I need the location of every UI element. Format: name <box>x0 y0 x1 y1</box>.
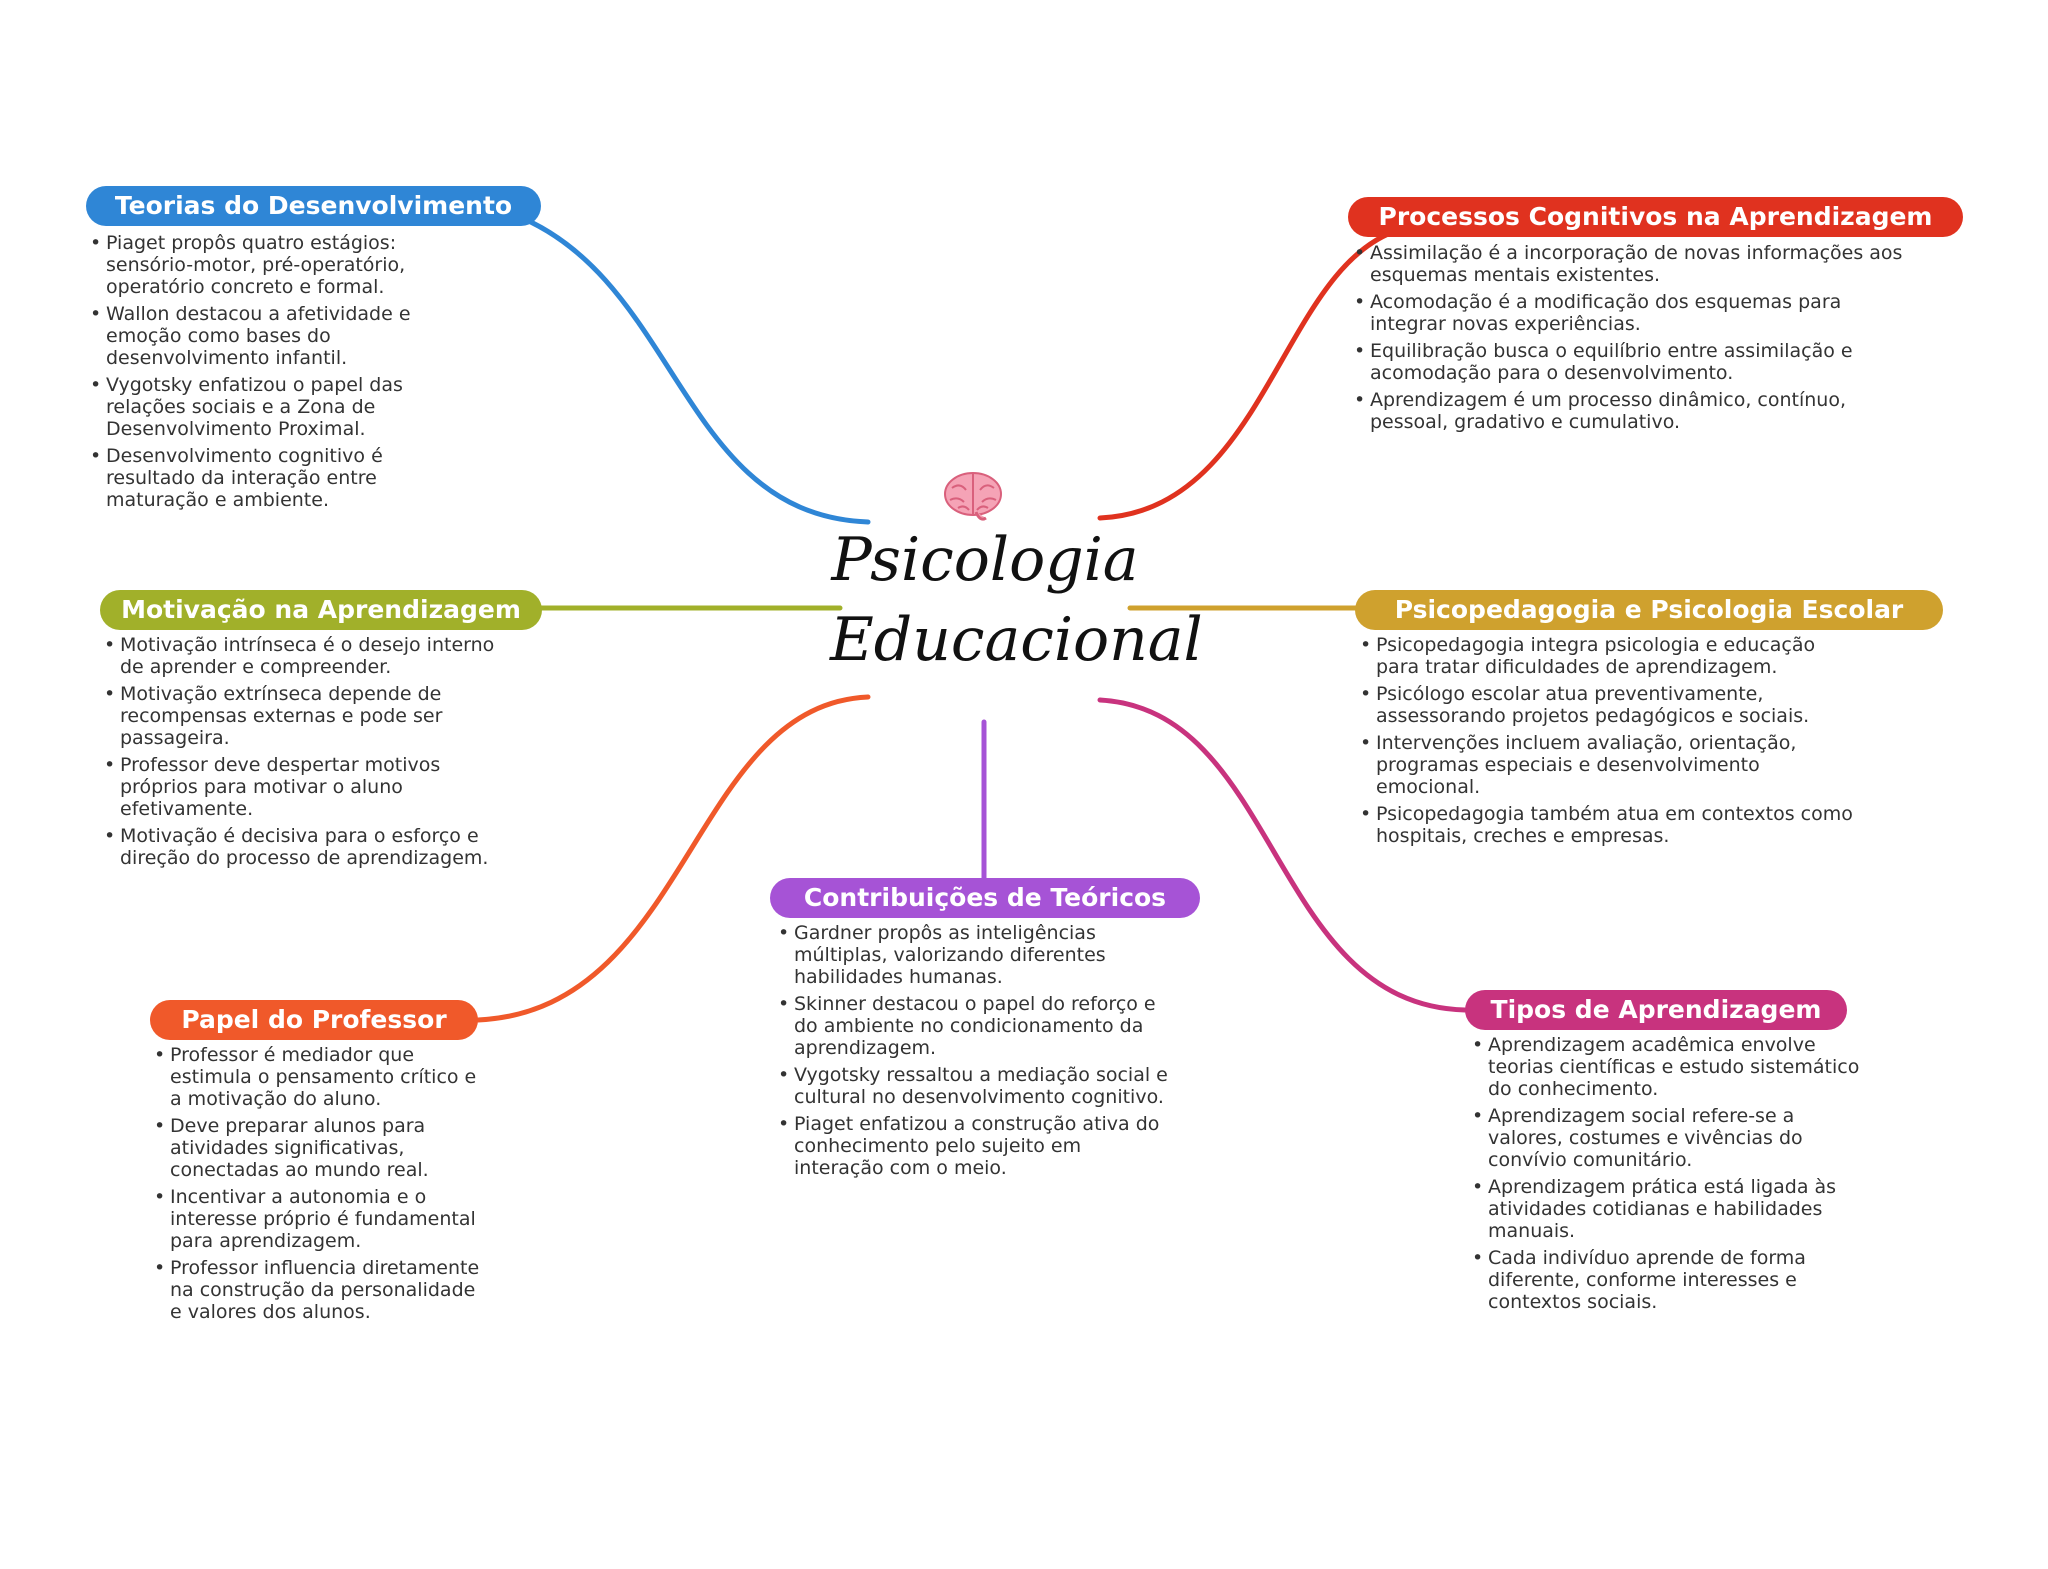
list-item: Piaget propôs quatro estágios: sensório-… <box>88 232 458 298</box>
connector-papel <box>475 694 871 1023</box>
list-item: Intervenções incluem avaliação, orientaç… <box>1358 732 1858 798</box>
branch-teorias-list: Piaget propôs quatro estágios: sensório-… <box>88 232 458 516</box>
list-item: Wallon destacou a afetividade e emoção c… <box>88 303 458 369</box>
central-topic: Psicologia Educacional <box>830 520 1203 680</box>
list-item: Professor influencia diretamente na cons… <box>152 1257 492 1323</box>
list-item: Psicopedagogia integra psicologia e educ… <box>1358 634 1858 678</box>
list-item: Acomodação é a modificação dos esquemas … <box>1352 291 1912 335</box>
branch-teorias-title: Teorias do Desenvolvimento <box>86 186 541 226</box>
list-item: Professor é mediador que estimula o pens… <box>152 1044 492 1110</box>
branch-motivacao-title: Motivação na Aprendizagem <box>100 590 542 630</box>
list-item: Deve preparar alunos para atividades sig… <box>152 1115 492 1181</box>
list-item: Aprendizagem é um processo dinâmico, con… <box>1352 389 1912 433</box>
list-item: Equilibração busca o equilíbrio entre as… <box>1352 340 1912 384</box>
list-item: Motivação intrínseca é o desejo interno … <box>102 634 502 678</box>
branch-psicopedagogia-title: Psicopedagogia e Psicologia Escolar <box>1355 590 1943 630</box>
branch-contribuicoes-title: Contribuições de Teóricos <box>770 878 1200 918</box>
list-item: Assimilação é a incorporação de novas in… <box>1352 242 1912 286</box>
list-item: Motivação é decisiva para o esforço e di… <box>102 825 502 869</box>
list-item: Motivação extrínseca depende de recompen… <box>102 683 502 749</box>
central-topic-line2: Educacional <box>830 605 1203 675</box>
branch-processos-list: Assimilação é a incorporação de novas in… <box>1352 242 1912 438</box>
branch-motivacao-list: Motivação intrínseca é o desejo interno … <box>102 634 502 874</box>
connector-teorias <box>512 212 871 525</box>
branch-papel-list: Professor é mediador que estimula o pens… <box>152 1044 492 1328</box>
list-item: Psicopedagogia também atua em contextos … <box>1358 803 1858 847</box>
list-item: Aprendizagem prática está ligada às ativ… <box>1470 1176 1860 1242</box>
list-item: Psicólogo escolar atua preventivamente, … <box>1358 683 1858 727</box>
list-item: Cada indivíduo aprende de forma diferent… <box>1470 1247 1860 1313</box>
list-item: Aprendizagem social refere-se a valores,… <box>1470 1105 1860 1171</box>
brain-icon <box>942 470 1004 526</box>
list-item: Professor deve despertar motivos próprio… <box>102 754 502 820</box>
list-item: Desenvolvimento cognitivo é resultado da… <box>88 445 458 511</box>
branch-contribuicoes-list: Gardner propôs as inteligências múltipla… <box>776 922 1176 1184</box>
list-item: Vygotsky enfatizou o papel das relações … <box>88 374 458 440</box>
branch-processos-title: Processos Cognitivos na Aprendizagem <box>1348 197 1963 237</box>
central-topic-line1: Psicologia <box>831 525 1139 595</box>
list-item: Incentivar a autonomia e o interesse pró… <box>152 1186 492 1252</box>
list-item: Piaget enfatizou a construção ativa do c… <box>776 1113 1176 1179</box>
list-item: Skinner destacou o papel do reforço e do… <box>776 993 1176 1059</box>
connector-tipos <box>1097 697 1468 1013</box>
branch-tipos-list: Aprendizagem acadêmica envolve teorias c… <box>1470 1034 1860 1318</box>
list-item: Vygotsky ressaltou a mediação social e c… <box>776 1064 1176 1108</box>
list-item: Gardner propôs as inteligências múltipla… <box>776 922 1176 988</box>
branch-psicopedagogia-list: Psicopedagogia integra psicologia e educ… <box>1358 634 1858 852</box>
list-item: Aprendizagem acadêmica envolve teorias c… <box>1470 1034 1860 1100</box>
branch-tipos-title: Tipos de Aprendizagem <box>1465 990 1847 1030</box>
branch-papel-title: Papel do Professor <box>150 1000 478 1040</box>
